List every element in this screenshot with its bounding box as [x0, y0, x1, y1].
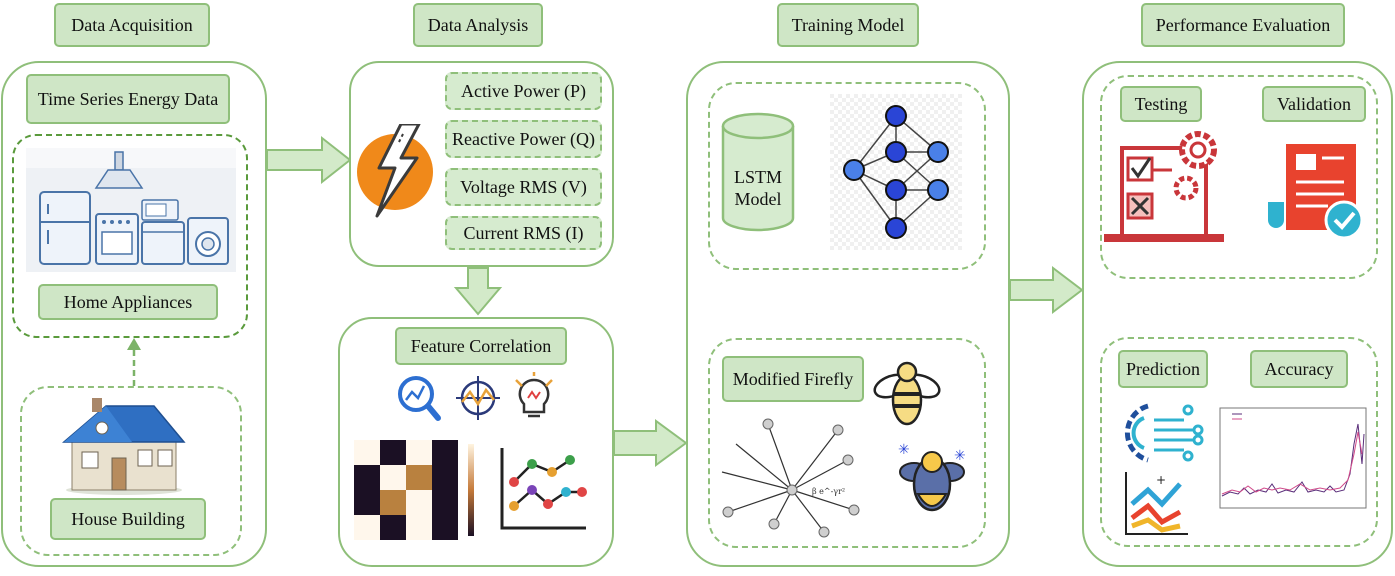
analysis-icons [398, 372, 553, 421]
feature-active-power: Active Power (P) [445, 72, 602, 110]
svg-text:β e^-γr²: β e^-γr² [812, 487, 845, 496]
bee-icon [873, 361, 941, 426]
accuracy-plot [1210, 404, 1370, 522]
svg-text:✳: ✳ [898, 442, 910, 458]
feature-reactive-power: Reactive Power (Q) [445, 120, 602, 158]
feature-voltage-rms: Voltage RMS (V) [445, 168, 602, 206]
firefly-box [708, 338, 986, 548]
svg-text:+: + [1156, 473, 1166, 487]
arrow-training-to-evaluation [1009, 265, 1084, 315]
header-performance-evaluation: Performance Evaluation [1141, 3, 1345, 47]
accuracy-label: Accuracy [1250, 350, 1348, 388]
firefly-icon: ✳ ✳ [898, 442, 966, 512]
header-data-analysis: Data Analysis [413, 3, 543, 47]
house-building-icon [62, 398, 186, 495]
home-appliances-box [12, 134, 248, 338]
magnifier-chart-icon [398, 376, 441, 421]
lstm-cylinder [721, 112, 795, 232]
modified-firefly-label: Modified Firefly [722, 356, 864, 402]
prediction-trend-icon: + [1125, 472, 1188, 535]
header-data-acquisition: Data Acquisition [54, 3, 210, 47]
home-appliances-label: Home Appliances [38, 284, 218, 320]
feature-current-rms: Current RMS (I) [445, 216, 602, 250]
line-chart-icon [500, 448, 587, 530]
arrow-analysis-to-correlation [453, 267, 503, 316]
validation-label: Validation [1262, 86, 1366, 122]
feature-correlation-label: Feature Correlation [395, 327, 567, 365]
home-appliances-icon [26, 148, 236, 272]
lstm-model-label: LSTM Model [733, 167, 782, 209]
arrow-acq-to-analysis [266, 135, 352, 185]
testing-icon [1104, 131, 1224, 242]
validation-icon [1268, 144, 1364, 240]
prediction-label: Prediction [1118, 350, 1208, 388]
correlation-heatmap [354, 440, 474, 540]
house-building-label: House Building [50, 498, 206, 540]
arrow-correlation-to-training [613, 419, 688, 467]
prediction-ai-icon [1124, 403, 1204, 463]
testing-validation-box [1100, 75, 1378, 279]
svg-text:✳: ✳ [954, 448, 966, 464]
lightbulb-icon [515, 372, 553, 418]
house-to-appliances-arrow [127, 338, 141, 386]
lightning-icon [357, 124, 433, 218]
header-training-model: Training Model [777, 3, 919, 47]
house-building-box [20, 386, 242, 556]
testing-label: Testing [1120, 86, 1202, 122]
neural-network-icon [830, 94, 962, 250]
target-signal-icon [456, 376, 500, 420]
time-series-energy-data: Time Series Energy Data [26, 74, 230, 124]
lstm-box [708, 82, 986, 270]
firefly-movement-diagram: β e^-γr² [721, 418, 860, 538]
prediction-accuracy-box [1100, 337, 1378, 547]
